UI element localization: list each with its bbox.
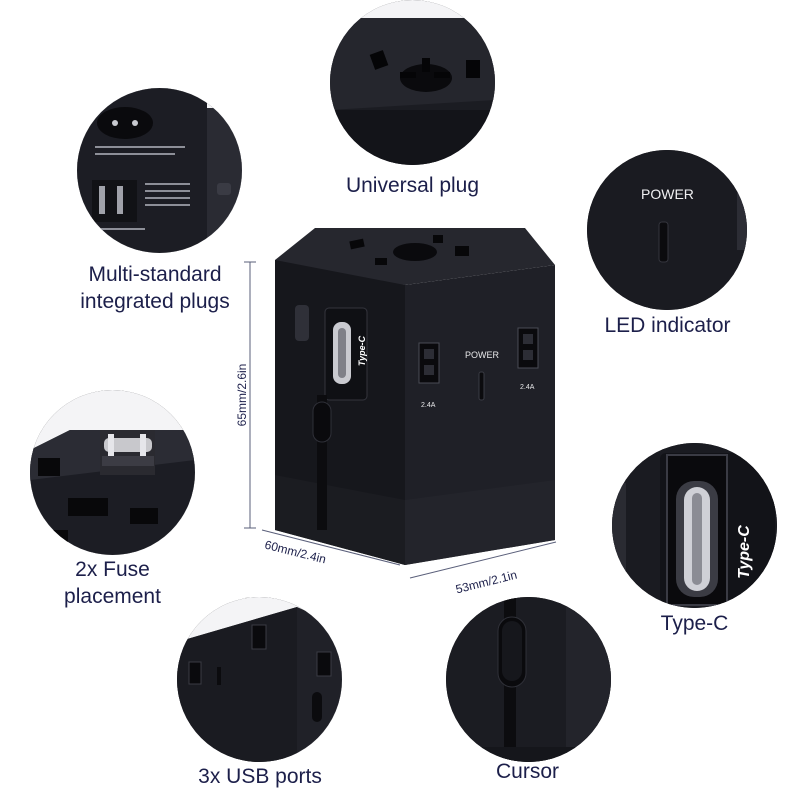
integrated-plugs-closeup [77,88,242,253]
cursor-caption: Cursor [495,760,559,783]
usb-ports-closeup [177,597,342,762]
universal-plug-caption: Universal plug [345,174,480,197]
integrated-plugs-caption: Multi-standard integrated plugs [40,261,270,315]
usb-ports-caption: 3x USB ports [198,765,322,788]
device-usb-rating-left: 2.4A [421,402,436,409]
integrated-plugs-caption-line2: integrated plugs [80,290,230,313]
type-c-caption: Type-C [660,612,729,635]
fuse-caption: 2x Fuse placement [20,556,205,610]
led-indicator-closeup: POWER [587,150,747,310]
fuse-caption-line1: 2x Fuse [75,558,150,581]
integrated-plugs-caption-line1: Multi-standard [88,263,222,286]
device-power-label: POWER [465,350,500,360]
fuse-caption-line2: placement [64,585,161,608]
fuse-closeup [30,390,195,555]
type-c-closeup: Type-C [612,443,777,608]
device-usb-rating-right: 2.4A [520,384,535,391]
cursor-closeup [446,597,611,762]
travel-adapter-device: POWER Type-C 2.4A 2.4A [255,210,565,570]
led-power-label: POWER [641,186,694,202]
height-dimension-label: 65mm/2.6in [235,363,249,427]
led-indicator-caption: LED indicator [604,314,731,337]
